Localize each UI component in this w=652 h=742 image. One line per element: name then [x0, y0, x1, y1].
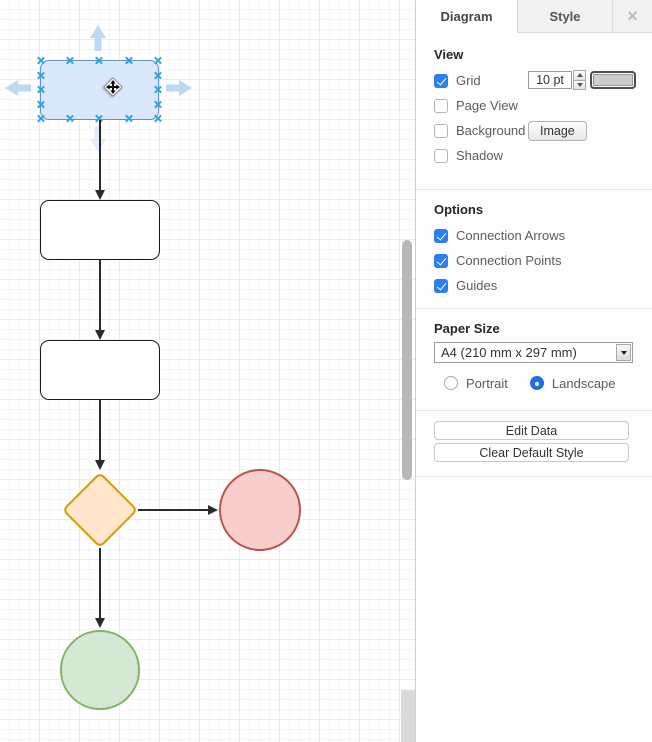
close-panel-icon[interactable]: ×: [627, 5, 638, 26]
scrollbar-track-end: [401, 690, 415, 742]
connector-rect1-to-rect2[interactable]: [99, 260, 101, 332]
connection-point-icon[interactable]: [153, 85, 162, 94]
move-cursor-icon: [102, 76, 124, 98]
arrowhead-icon: [95, 190, 105, 200]
tab-diagram[interactable]: Diagram: [416, 0, 518, 33]
connection-point-icon[interactable]: [153, 100, 162, 109]
background-image-button[interactable]: Image: [528, 120, 587, 141]
page-view-checkbox[interactable]: [434, 98, 448, 113]
connector-rect2-to-diamond[interactable]: [99, 400, 101, 462]
grid-label: Grid: [456, 73, 481, 88]
clear-default-style-button[interactable]: Clear Default Style: [434, 443, 629, 462]
view-row-grid: Grid: [416, 68, 652, 93]
portrait-label: Portrait: [466, 375, 508, 391]
connection-point-icon[interactable]: [153, 71, 162, 80]
stepper-down-icon[interactable]: [573, 80, 586, 90]
orientation-radios: Portrait Landscape: [444, 375, 652, 391]
divider: [416, 189, 652, 190]
connection-points-checkbox[interactable]: [434, 253, 448, 268]
connection-point-icon[interactable]: [36, 85, 45, 94]
grid-size-input[interactable]: [528, 71, 572, 89]
shape-start-rect-selected[interactable]: [40, 60, 159, 120]
portrait-radio[interactable]: [444, 376, 458, 390]
edit-data-button[interactable]: Edit Data: [434, 421, 629, 440]
grid-checkbox[interactable]: [434, 73, 448, 88]
direction-arrow-up-icon[interactable]: [90, 25, 106, 51]
connection-point-icon[interactable]: [36, 114, 45, 123]
shape-end-circle-red[interactable]: [219, 469, 301, 551]
options-row-guides: Guides: [416, 273, 652, 298]
arrowhead-icon: [95, 330, 105, 340]
landscape-label: Landscape: [551, 375, 616, 391]
connection-point-icon[interactable]: [124, 114, 133, 123]
options-heading: Options: [434, 202, 484, 217]
grid-size-stepper[interactable]: [573, 70, 586, 90]
connection-point-icon[interactable]: [36, 71, 45, 80]
shadow-checkbox[interactable]: [434, 148, 448, 163]
view-row-shadow: Shadow: [416, 143, 652, 168]
guides-label: Guides: [456, 278, 498, 293]
tab-style[interactable]: Style: [518, 0, 613, 33]
arrowhead-icon: [95, 618, 105, 628]
page-view-label: Page View: [456, 98, 518, 113]
vertical-scrollbar-thumb[interactable]: [402, 240, 412, 480]
diagram-canvas[interactable]: [0, 0, 415, 742]
landscape-radio[interactable]: [529, 376, 544, 390]
stepper-up-icon[interactable]: [573, 70, 586, 81]
connection-points-label: Connection Points: [456, 253, 562, 268]
connection-point-icon[interactable]: [65, 56, 74, 65]
connection-point-icon[interactable]: [153, 56, 162, 65]
connector-start-to-rect1[interactable]: [99, 120, 101, 192]
connector-diamond-to-green-circle[interactable]: [99, 548, 101, 619]
view-row-background: Background Image: [416, 118, 652, 143]
shape-end-circle-green[interactable]: [60, 630, 140, 710]
shape-process-rect-1[interactable]: [40, 200, 160, 260]
grid-color-swatch-fill: [593, 74, 633, 86]
view-heading: View: [434, 47, 464, 62]
format-panel: Diagram Style × View Grid Page View: [415, 0, 652, 742]
paper-size-select[interactable]: A4 (210 mm x 297 mm): [434, 342, 633, 363]
arrowhead-icon: [208, 505, 218, 515]
shape-decision-diamond[interactable]: [61, 471, 139, 549]
panel-tab-bar: Diagram Style ×: [416, 0, 652, 33]
divider: [416, 410, 652, 411]
paper-size-value: A4 (210 mm x 297 mm): [441, 345, 577, 360]
arrowhead-icon: [95, 460, 105, 470]
options-row-connection-points: Connection Points: [416, 248, 652, 273]
shadow-label: Shadow: [456, 148, 503, 163]
connection-arrows-label: Connection Arrows: [456, 228, 566, 243]
background-checkbox[interactable]: [434, 123, 448, 138]
dropdown-arrow-icon[interactable]: [616, 344, 631, 361]
connection-point-icon[interactable]: [36, 56, 45, 65]
divider: [416, 476, 652, 477]
view-row-page-view: Page View: [416, 93, 652, 118]
connection-point-icon[interactable]: [95, 56, 104, 65]
guides-checkbox[interactable]: [434, 278, 448, 293]
shape-process-rect-2[interactable]: [40, 340, 160, 400]
connection-point-icon[interactable]: [124, 56, 133, 65]
connection-point-icon[interactable]: [65, 114, 74, 123]
connection-point-icon[interactable]: [153, 114, 162, 123]
divider: [416, 308, 652, 309]
direction-arrow-right-icon[interactable]: [166, 80, 192, 96]
paper-size-heading: Paper Size: [434, 321, 500, 336]
connection-point-icon[interactable]: [36, 100, 45, 109]
direction-arrow-down-icon[interactable]: [90, 126, 106, 152]
connector-diamond-to-red-circle[interactable]: [138, 509, 209, 511]
options-row-connection-arrows: Connection Arrows: [416, 223, 652, 248]
grid-color-swatch-button[interactable]: [590, 71, 636, 89]
connection-arrows-checkbox[interactable]: [434, 228, 448, 243]
direction-arrow-left-icon[interactable]: [5, 80, 31, 96]
background-label: Background: [456, 123, 526, 138]
